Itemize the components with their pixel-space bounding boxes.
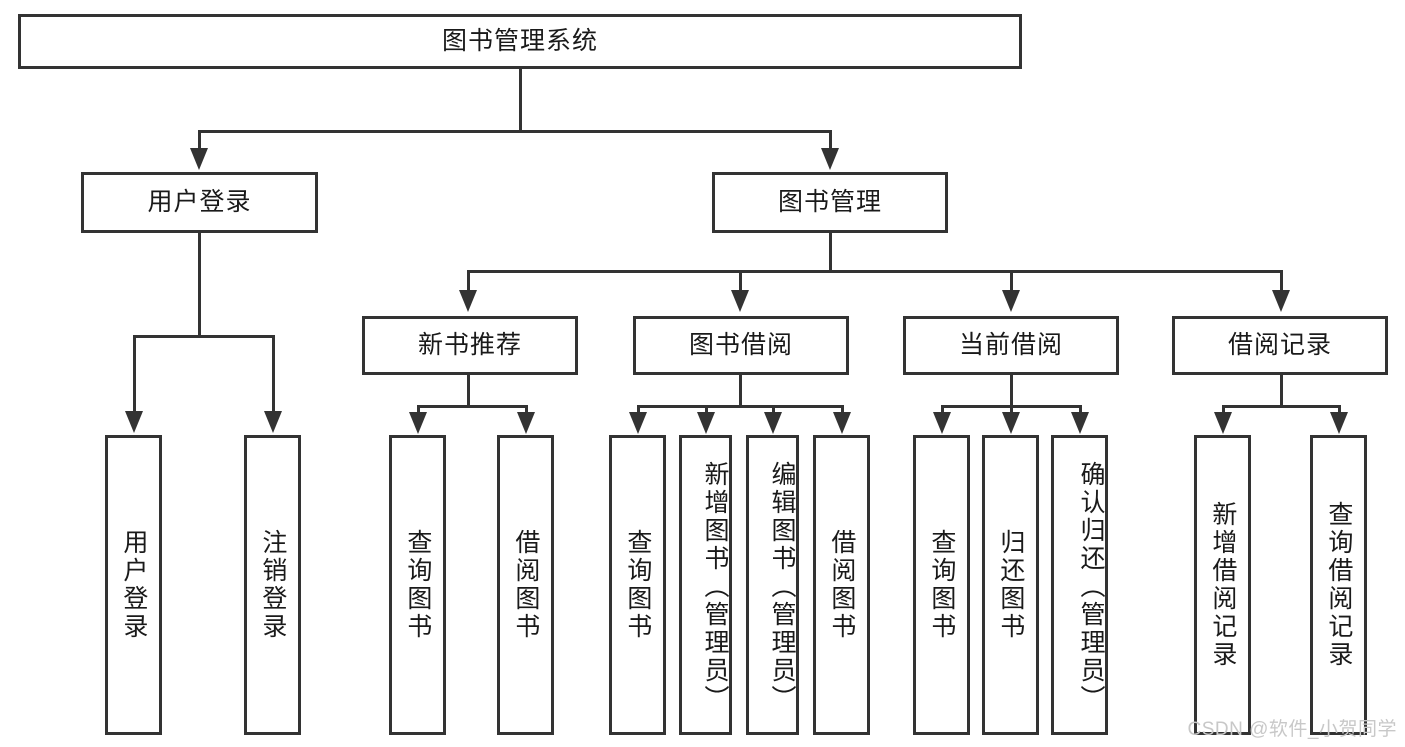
connector-bb-drop-2	[705, 405, 708, 415]
connector-br-stem	[1280, 375, 1283, 407]
connector-cb-drop-1	[941, 405, 944, 415]
arrow-to-leaf-user-login	[125, 411, 143, 433]
connector-root-to-book-management	[829, 130, 832, 152]
arrow-to-leaf-return-book	[1002, 412, 1020, 434]
arrow-to-current-borrow	[1002, 290, 1020, 312]
leaf-query-book-2-label: 查询图书	[623, 529, 652, 641]
connector-br-bus	[1222, 405, 1341, 408]
connector-br-drop-2	[1338, 405, 1341, 415]
connector-bb-stem	[739, 375, 742, 407]
leaf-add-record-label: 新增借阅记录	[1208, 501, 1237, 669]
leaf-return-book[interactable]: 归还图书	[982, 435, 1039, 735]
connector-bb-drop-3	[772, 405, 775, 415]
leaf-logout-login-label: 注销登录	[258, 529, 287, 641]
node-root-system-label: 图书管理系统	[441, 26, 598, 55]
node-user-login-label: 用户登录	[147, 187, 252, 216]
node-book-borrow[interactable]: 图书借阅	[633, 316, 849, 375]
connector-user-login-stem	[198, 233, 201, 337]
leaf-query-record[interactable]: 查询借阅记录	[1310, 435, 1367, 735]
node-borrow-record[interactable]: 借阅记录	[1172, 316, 1388, 375]
connector-user-login-drop-1	[133, 335, 136, 413]
connector-br-drop-1	[1222, 405, 1225, 415]
node-book-borrow-label: 图书借阅	[688, 330, 793, 359]
arrow-to-leaf-query-book-3	[933, 412, 951, 434]
node-new-book-recommend-label: 新书推荐	[417, 330, 522, 359]
arrow-to-leaf-query-book-1	[409, 412, 427, 434]
leaf-borrow-book-1-label: 借阅图书	[511, 529, 540, 641]
connector-book-management-stem	[829, 233, 832, 273]
leaf-user-login-label: 用户登录	[119, 529, 148, 641]
leaf-query-book-3[interactable]: 查询图书	[913, 435, 970, 735]
leaf-logout-login[interactable]: 注销登录	[244, 435, 301, 735]
leaf-query-book-2[interactable]: 查询图书	[609, 435, 666, 735]
leaf-borrow-book-2[interactable]: 借阅图书	[813, 435, 870, 735]
node-book-management[interactable]: 图书管理	[712, 172, 948, 233]
arrow-to-leaf-edit-book	[764, 412, 782, 434]
arrow-root-to-book-management	[821, 148, 839, 170]
connector-cb-stem	[1010, 375, 1013, 407]
connector-bm-drop-3	[1010, 270, 1013, 292]
leaf-user-login[interactable]: 用户登录	[105, 435, 162, 735]
connector-bb-drop-1	[637, 405, 640, 415]
arrow-to-leaf-add-record	[1214, 412, 1232, 434]
node-book-management-label: 图书管理	[777, 187, 882, 216]
connector-nbr-drop-2	[525, 405, 528, 415]
leaf-return-book-label: 归还图书	[996, 529, 1025, 641]
leaf-borrow-book-2-label: 借阅图书	[827, 529, 856, 641]
connector-book-management-bus	[467, 270, 1283, 273]
leaf-query-record-label: 查询借阅记录	[1324, 501, 1353, 669]
leaf-edit-book[interactable]: 编辑图书（管理员）	[746, 435, 799, 735]
arrow-to-leaf-query-book-2	[629, 412, 647, 434]
arrow-to-book-borrow	[731, 290, 749, 312]
connector-cb-drop-2	[1010, 405, 1013, 415]
node-user-login[interactable]: 用户登录	[81, 172, 318, 233]
connector-root-stem	[519, 69, 522, 132]
leaf-add-record[interactable]: 新增借阅记录	[1194, 435, 1251, 735]
node-borrow-record-label: 借阅记录	[1227, 330, 1332, 359]
connector-bb-bus	[637, 405, 844, 408]
connector-bm-drop-1	[467, 270, 470, 292]
leaf-add-book[interactable]: 新增图书（管理员）	[679, 435, 732, 735]
connector-bm-drop-2	[739, 270, 742, 292]
connector-nbr-drop-1	[417, 405, 420, 415]
leaf-edit-book-label: 编辑图书（管理员）	[768, 461, 796, 713]
connector-root-bus	[198, 130, 832, 133]
arrow-root-to-user-login	[190, 148, 208, 170]
arrow-to-leaf-logout-login	[264, 411, 282, 433]
connector-user-login-bus	[133, 335, 275, 338]
arrow-to-borrow-record	[1272, 290, 1290, 312]
connector-user-login-drop-2	[272, 335, 275, 413]
connector-cb-drop-3	[1079, 405, 1082, 415]
connector-nbr-stem	[467, 375, 470, 407]
node-current-borrow-label: 当前借阅	[958, 330, 1063, 359]
leaf-confirm-return[interactable]: 确认归还（管理员）	[1051, 435, 1108, 735]
connector-bm-drop-4	[1280, 270, 1283, 292]
arrow-to-new-book-recommend	[459, 290, 477, 312]
node-new-book-recommend[interactable]: 新书推荐	[362, 316, 578, 375]
node-root-system[interactable]: 图书管理系统	[18, 14, 1022, 69]
arrow-to-leaf-borrow-book-2	[833, 412, 851, 434]
arrow-to-leaf-query-record	[1330, 412, 1348, 434]
arrow-to-leaf-add-book	[697, 412, 715, 434]
leaf-query-book-3-label: 查询图书	[927, 529, 956, 641]
node-current-borrow[interactable]: 当前借阅	[903, 316, 1119, 375]
connector-nbr-bus	[417, 405, 528, 408]
leaf-confirm-return-label: 确认归还（管理员）	[1077, 461, 1105, 713]
leaf-add-book-label: 新增图书（管理员）	[701, 461, 729, 713]
arrow-to-leaf-confirm-return	[1071, 412, 1089, 434]
arrow-to-leaf-borrow-book-1	[517, 412, 535, 434]
connector-root-to-user-login	[198, 130, 201, 152]
csdn-watermark: CSDN @软件_小贺同学	[1187, 719, 1397, 740]
leaf-borrow-book-1[interactable]: 借阅图书	[497, 435, 554, 735]
leaf-query-book-1[interactable]: 查询图书	[389, 435, 446, 735]
leaf-query-book-1-label: 查询图书	[403, 529, 432, 641]
connector-bb-drop-4	[841, 405, 844, 415]
